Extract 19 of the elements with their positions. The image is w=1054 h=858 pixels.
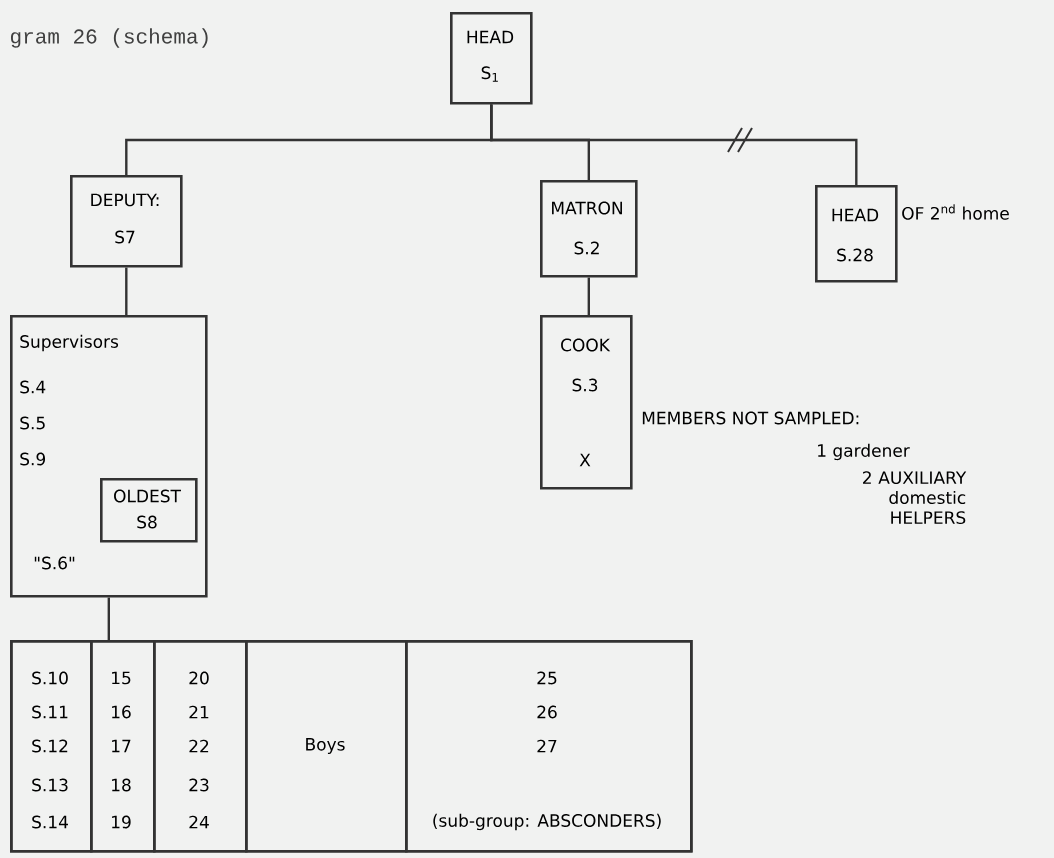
- staff-box: DEPUTY: S7: [70, 175, 183, 268]
- table-column: 15 16 17 18 19: [90, 640, 156, 853]
- title: gram 26 (schema): [11, 28, 208, 48]
- connector-line: [107, 597, 110, 640]
- staff-box: OLDEST S8: [100, 478, 198, 543]
- staff-box: MATRON S.2: [540, 180, 638, 278]
- note-text: 1 gardener: [818, 443, 910, 461]
- table-column: 20 21 22 23 24: [153, 640, 248, 853]
- node-label: OF 2$^{nd}$ home: [902, 204, 1009, 220]
- staff-box: COOK S.3 X: [540, 315, 633, 490]
- connector-line: [125, 267, 128, 315]
- table-column: Boys: [245, 640, 408, 853]
- connector-line: [490, 104, 858, 185]
- note-text: 2 AUXILIARY domestic HELPERS: [863, 471, 967, 525]
- connector-line: [587, 277, 590, 315]
- staff-box: HEAD S.28 OF 2$^{nd}$ home: [815, 185, 1009, 283]
- table-column: 25 26 27 (sub-group: ABSCONDERS): [405, 640, 693, 853]
- staff-box: HEAD S$_{1}$: [450, 12, 533, 105]
- table-column: S.10 S.11 S.12 S.13 S.14: [10, 640, 93, 853]
